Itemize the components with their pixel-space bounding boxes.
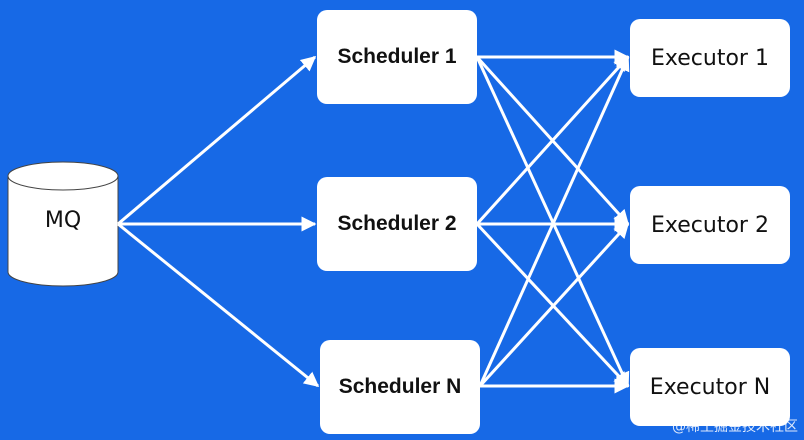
arrow-scheduler-n-to-executor-1 bbox=[478, 55, 630, 387]
mq-cylinder bbox=[7, 161, 119, 287]
executor-1-label: Executor 1 bbox=[651, 45, 769, 71]
scheduler-1-box: Scheduler 1 bbox=[317, 10, 477, 104]
executor-n-label: Executor N bbox=[649, 374, 771, 400]
arrow-mq-to-scheduler-n bbox=[117, 222, 320, 388]
arrow-scheduler-2-to-executor-1 bbox=[475, 55, 630, 226]
mq-label: MQ bbox=[44, 208, 82, 233]
arrow-mq-to-scheduler-1 bbox=[117, 55, 317, 226]
scheduler-n-box: Scheduler N bbox=[320, 340, 480, 434]
scheduler-1-label: Scheduler 1 bbox=[337, 45, 457, 68]
scheduler-2-label: Scheduler 2 bbox=[337, 212, 457, 235]
scheduler-2-box: Scheduler 2 bbox=[317, 177, 477, 271]
watermark: @稀土掘金技术社区 bbox=[672, 419, 798, 435]
executor-2-label: Executor 2 bbox=[651, 212, 769, 238]
arrow-scheduler-n-to-executor-2 bbox=[478, 222, 630, 388]
scheduler-n-label: Scheduler N bbox=[338, 375, 462, 398]
executor-1-box: Executor 1 bbox=[630, 19, 790, 97]
executor-n-box: Executor N bbox=[630, 348, 790, 426]
executor-2-box: Executor 2 bbox=[630, 186, 790, 264]
